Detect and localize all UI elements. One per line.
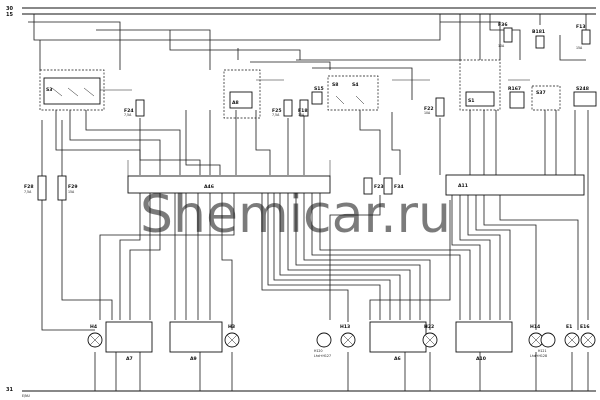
a46-label: A46	[204, 184, 214, 190]
f25-rating: 7,5A	[272, 113, 280, 117]
f13-label: F13	[576, 24, 586, 30]
lower-components: H4 A7 A9 H3 H120 Lhd+H127 H13 A6	[87, 321, 596, 362]
rail-label-30: 30	[6, 6, 13, 12]
lamp-e1[interactable]: E1	[564, 324, 580, 348]
fuse-f13[interactable]: F13 15A	[576, 24, 591, 50]
a6-label: A6	[394, 356, 401, 362]
supply-rails: 30 15 31	[6, 6, 596, 393]
lamp-h120[interactable]: H120 Lhd+H127	[314, 332, 332, 358]
mid-components: F28 7,5A F29 15A A46 F23 F34 A11	[24, 174, 585, 201]
fuse-f22[interactable]: F22 10A	[424, 97, 445, 117]
lamp-h22[interactable]: H22	[422, 324, 438, 348]
switch-s15[interactable]: S15	[311, 86, 324, 105]
f25-label: F25	[272, 108, 282, 114]
h14-label: H14	[530, 324, 540, 330]
switch-s1[interactable]: S1	[459, 59, 501, 111]
watermark: Shemicar.ru	[140, 185, 451, 245]
fuse-f36[interactable]: F36 10A	[498, 22, 513, 48]
h22-label: H22	[424, 324, 434, 330]
f34-label: F34	[394, 184, 404, 190]
h121-sublabel: Lhd+H128	[530, 354, 547, 358]
lamp-e16[interactable]: E16	[580, 324, 596, 348]
lamp-h14[interactable]: H14	[528, 324, 544, 348]
a10-label: A10	[476, 356, 486, 362]
f24-rating: 7,5A	[124, 113, 132, 117]
s37-label: S37	[536, 90, 546, 96]
switch-s37[interactable]: S37	[531, 85, 561, 111]
h121-label: H121	[538, 349, 546, 353]
sensor-b181[interactable]: B181	[532, 29, 545, 49]
fuse-f18[interactable]: F18 15A	[298, 99, 309, 117]
h120-label: H120	[314, 349, 322, 353]
s8-label: S8	[332, 82, 339, 88]
module-a7[interactable]: A7	[105, 321, 153, 362]
f18-rating: 15A	[298, 113, 305, 117]
ground-label-left: E/NU	[22, 394, 30, 398]
s15-label: S15	[314, 86, 324, 92]
module-a10[interactable]: A10	[455, 321, 513, 362]
h4-label: H4	[90, 324, 97, 330]
f28-label: F28	[24, 184, 34, 190]
s1-label: S1	[468, 98, 475, 104]
fuse-f29[interactable]: F29 15A	[57, 175, 78, 201]
relay-a8[interactable]: A8	[223, 69, 261, 119]
a11-label: A11	[458, 183, 468, 189]
lamp-h4[interactable]: H4	[87, 324, 103, 348]
lamp-h13[interactable]: H13	[340, 324, 356, 348]
a7-label: A7	[126, 356, 133, 362]
rail-label-31: 31	[6, 387, 13, 393]
h13-label: H13	[340, 324, 350, 330]
f36-label: F36	[498, 22, 508, 28]
f23-label: F23	[374, 184, 384, 190]
s3-label: S3	[46, 87, 53, 93]
h3-label: H3	[228, 324, 235, 330]
fuse-f25[interactable]: F25 7,5A	[272, 99, 293, 117]
fuse-f23[interactable]: F23	[363, 177, 384, 195]
a8-label: A8	[232, 100, 239, 106]
module-a9[interactable]: A9	[169, 321, 223, 362]
control-unit-a11[interactable]: A11	[445, 174, 585, 196]
resistor-r167[interactable]: R167	[508, 86, 525, 109]
h120-sublabel: Lhd+H127	[314, 354, 331, 358]
f22-rating: 10A	[424, 111, 431, 115]
e16-label: E16	[580, 324, 590, 330]
upper-components: S3 F24 7,5A A8 F25 7,5A F18 15A S15 S	[39, 22, 597, 119]
switch-s3[interactable]: S3	[39, 69, 105, 111]
f13-rating: 15A	[576, 46, 583, 50]
fuse-f28[interactable]: F28 7,5A	[24, 175, 47, 201]
e1-label: E1	[566, 324, 572, 330]
fuse-f24[interactable]: F24 7,5A	[124, 99, 145, 117]
s4-label: S4	[352, 82, 359, 88]
switch-s8-s4[interactable]: S8 S4	[327, 75, 379, 111]
f18-label: F18	[298, 108, 308, 114]
f24-label: F24	[124, 108, 134, 114]
rail-label-15: 15	[6, 12, 13, 18]
a9-label: A9	[190, 356, 197, 362]
s248-label: S248	[576, 86, 589, 92]
f36-rating: 10A	[498, 44, 505, 48]
fuse-f34[interactable]: F34	[383, 177, 404, 195]
module-a6[interactable]: A6	[369, 321, 427, 362]
r167-label: R167	[508, 86, 521, 92]
lamp-h121[interactable]: H121 Lhd+H128	[530, 332, 556, 358]
lamp-h3[interactable]: H3	[224, 324, 240, 348]
b181-label: B181	[532, 29, 545, 35]
control-unit-a46[interactable]: A46	[127, 175, 331, 194]
f22-label: F22	[424, 106, 434, 112]
f29-rating: 15A	[68, 190, 75, 194]
f29-label: F29	[68, 184, 78, 190]
f28-rating: 7,5A	[24, 190, 32, 194]
switch-s248[interactable]: S248	[573, 86, 597, 107]
